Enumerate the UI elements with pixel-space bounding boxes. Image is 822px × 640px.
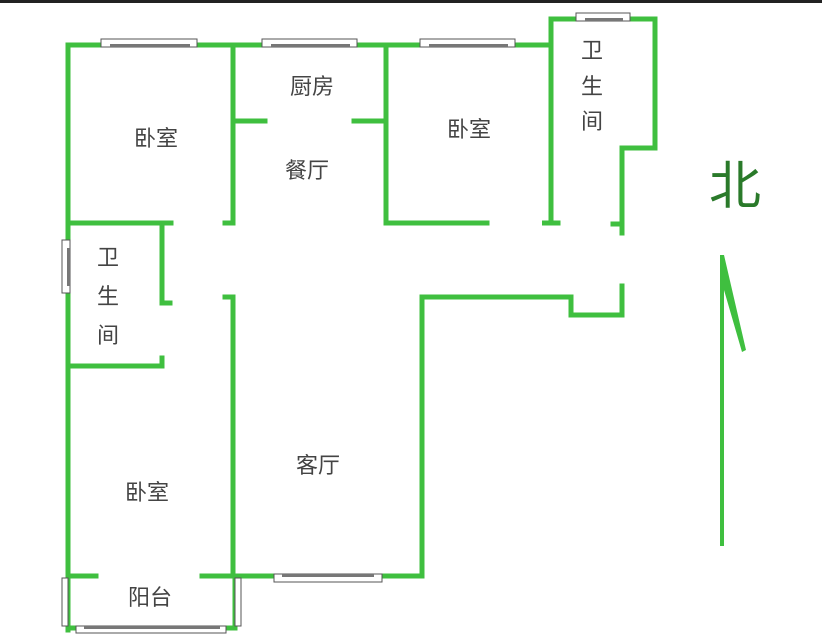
label-bedroom-sw: 卧室 [125, 481, 169, 506]
walls [65, 16, 658, 633]
wall-living-bottom [199, 283, 625, 579]
windows [61, 12, 631, 634]
wall-kitchen-left [222, 42, 236, 226]
wall-bathroom-ne [548, 16, 658, 236]
label-bedroom-nw: 卧室 [134, 127, 178, 152]
label-bathroom-ne-2: 生 [581, 75, 603, 100]
label-bathroom-w-3: 间 [97, 324, 119, 349]
label-bathroom-w-1: 卫 [97, 246, 119, 271]
compass: 北 [709, 157, 761, 546]
label-kitchen: 厨房 [290, 75, 334, 100]
wall-bathroom-w-right [159, 225, 173, 306]
north-label: 北 [709, 157, 761, 217]
window-balcony-right [234, 577, 242, 627]
label-balcony: 阳台 [128, 586, 172, 611]
label-bathroom-ne-3: 间 [581, 110, 603, 135]
wall-bathroom-ne-left [542, 42, 561, 226]
window-balcony-left [61, 577, 69, 627]
north-arrow-icon [720, 255, 746, 546]
wall-kitchen-right [383, 42, 490, 226]
label-bedroom-n: 卧室 [447, 118, 491, 143]
label-bathroom-ne-1: 卫 [581, 39, 603, 64]
label-dining: 餐厅 [285, 159, 329, 184]
window-top-border [0, 0, 822, 3]
label-bathroom-w-2: 生 [97, 285, 119, 310]
wall-bathroom-w-bottom [65, 355, 165, 369]
room-labels: 卧室 厨房 餐厅 卧室 卫 生 间 卫 生 间 卧室 客厅 阳台 [97, 39, 603, 611]
wall-living-left [222, 294, 236, 579]
label-living-room: 客厅 [296, 454, 340, 479]
